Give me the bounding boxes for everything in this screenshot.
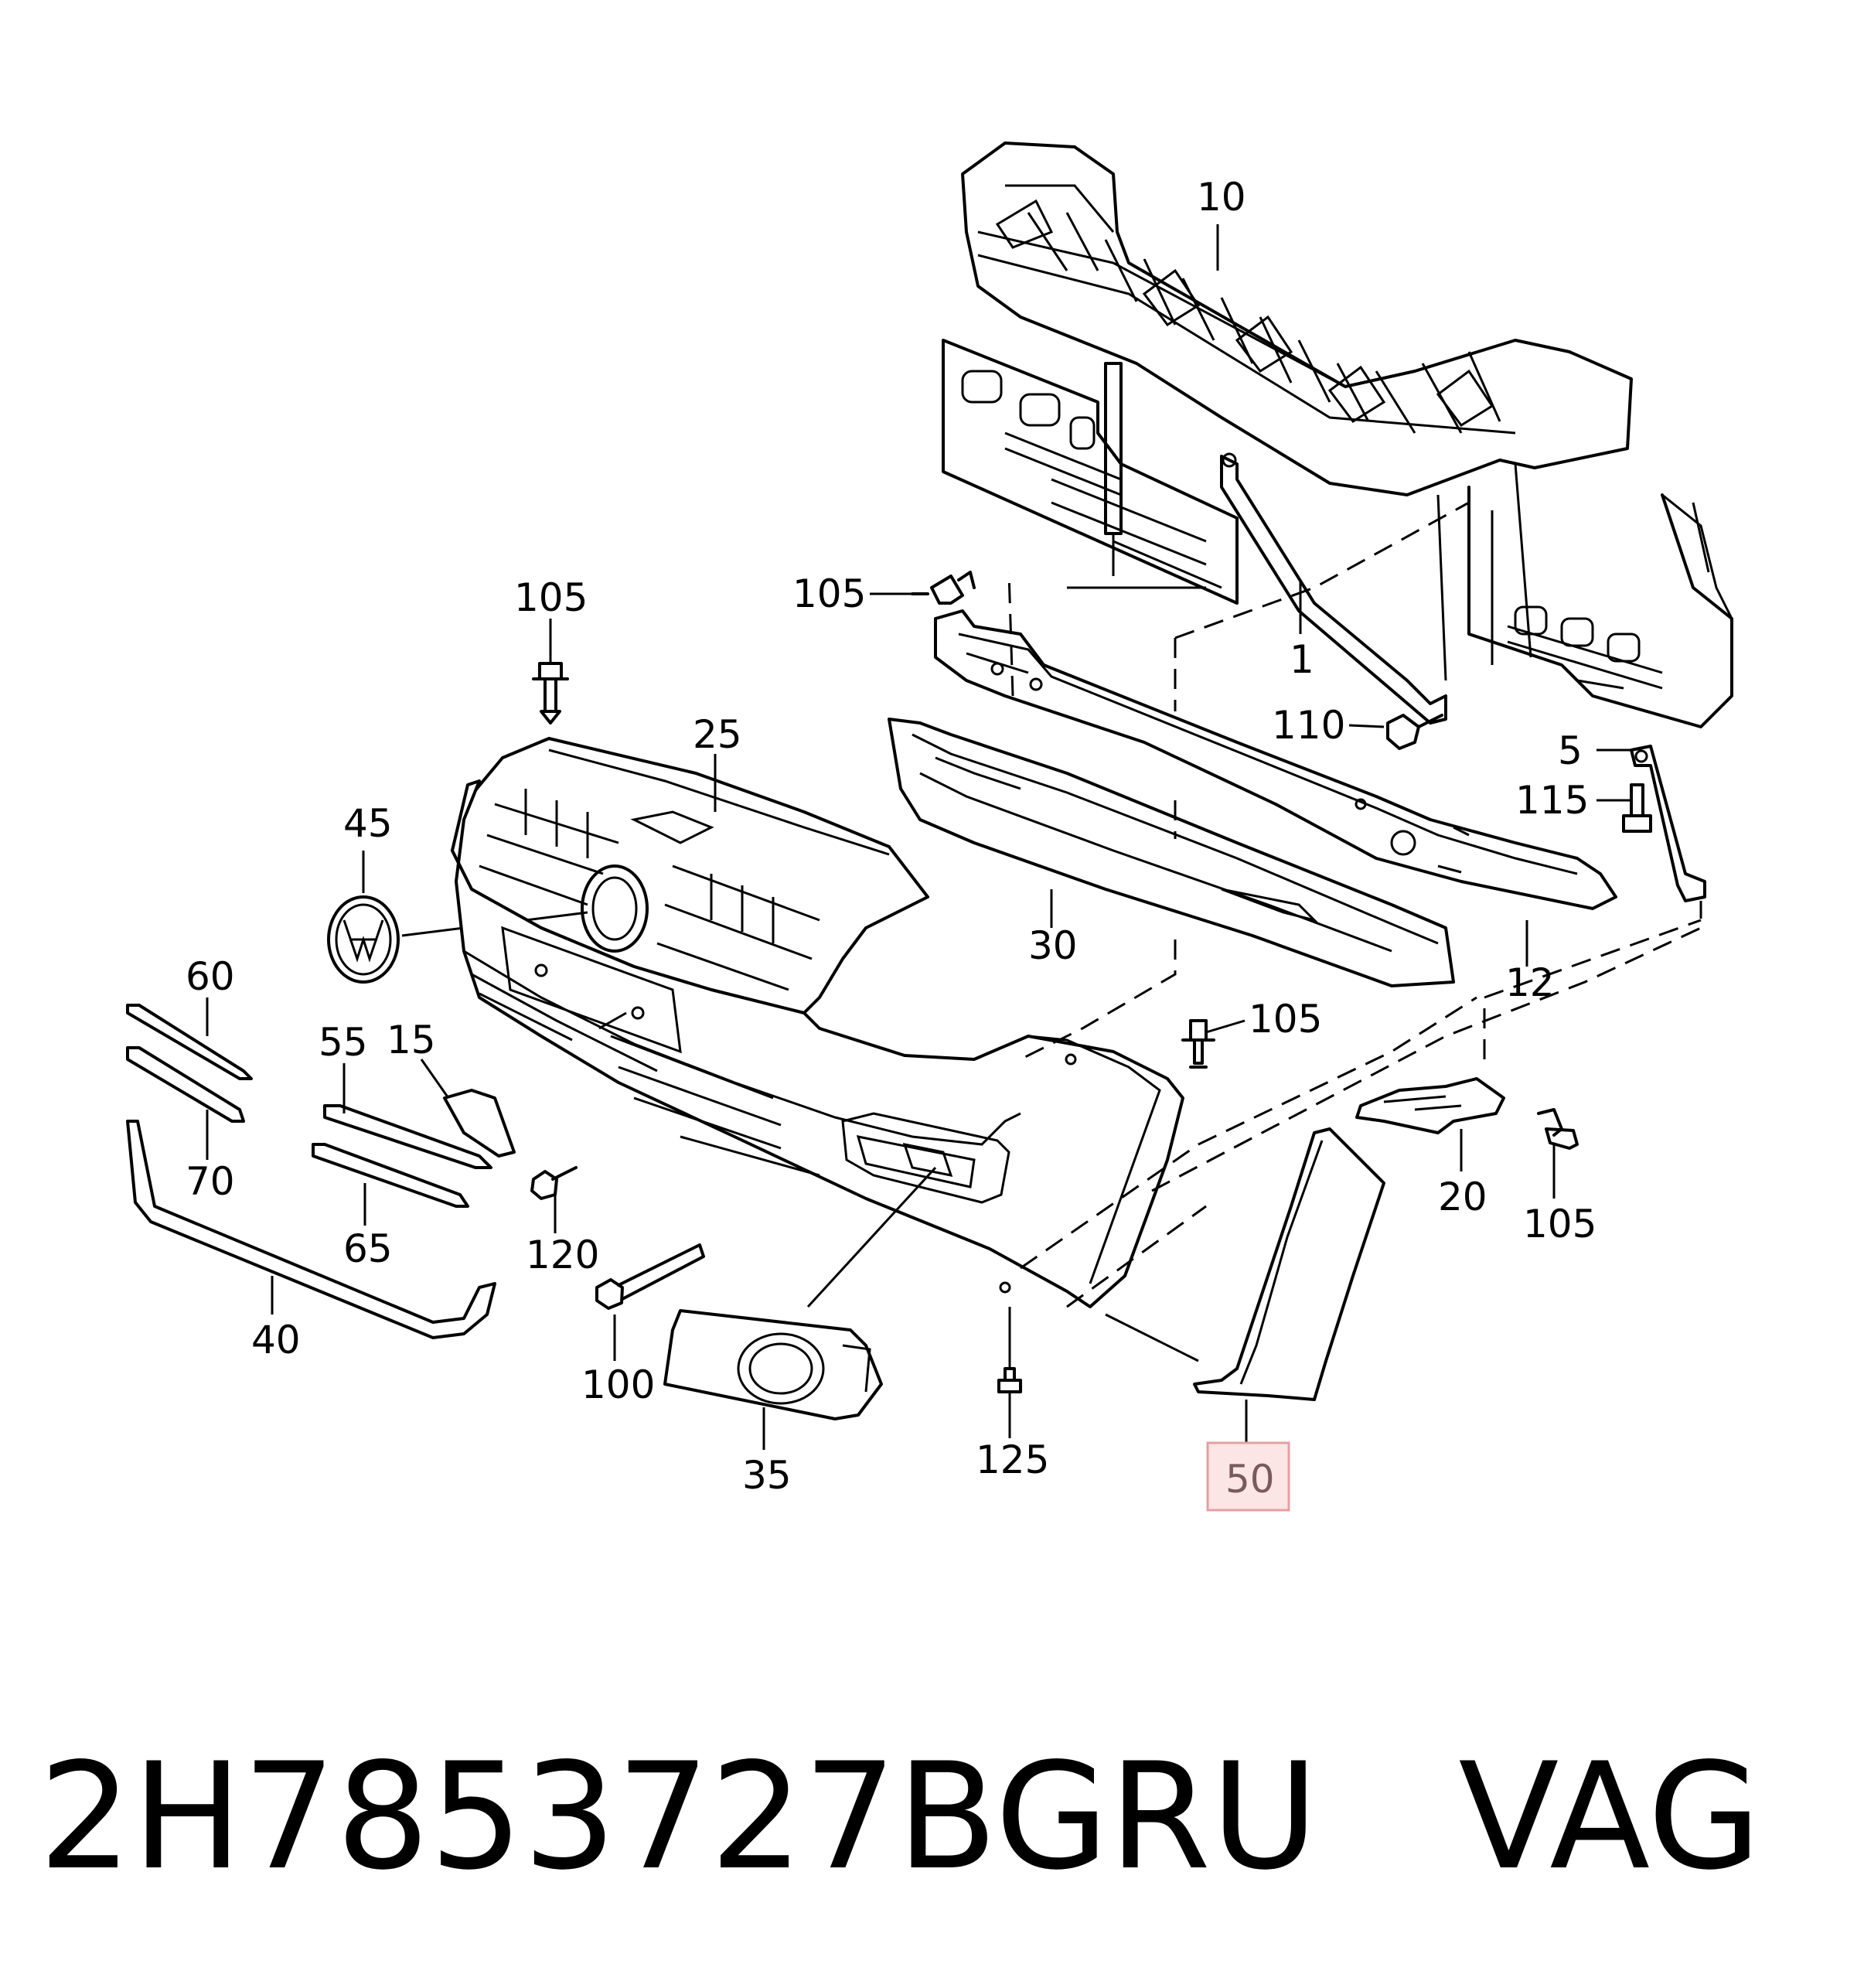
callout-15[interactable]: 15	[387, 1018, 436, 1062]
callout-100[interactable]: 100	[581, 1362, 655, 1407]
part-10-impact-absorber	[961, 142, 1633, 496]
part-12-bracket	[934, 609, 1617, 910]
part-number-footer: 2H7853727BGRU VAG	[39, 1744, 1761, 1891]
part-105-clip-top	[911, 571, 976, 605]
callout-45[interactable]: 45	[343, 801, 393, 846]
callout-115[interactable]: 115	[1515, 778, 1589, 823]
callout-105-left[interactable]: 105	[514, 575, 588, 620]
callout-120[interactable]: 120	[526, 1233, 599, 1277]
part-105-clip-mid	[1181, 1019, 1215, 1069]
callout-105-right[interactable]: 105	[1523, 1202, 1596, 1246]
part-30-bumper-reinforcement	[888, 718, 1455, 987]
callout-1[interactable]: 1	[1290, 637, 1314, 682]
assembly-dash-lines	[1007, 501, 1702, 1308]
main-bumper-cover	[451, 779, 1184, 1308]
callout-70[interactable]: 70	[186, 1159, 235, 1204]
callout-30[interactable]: 30	[1028, 923, 1078, 968]
callout-125[interactable]: 125	[976, 1437, 1049, 1482]
callout-5[interactable]: 5	[1558, 728, 1583, 773]
part-35-foglamp-grille	[663, 1309, 883, 1420]
footer-spacer	[1318, 1731, 1458, 1902]
part-105-clip-right	[1537, 1108, 1579, 1150]
part-115-bolt	[1622, 783, 1652, 833]
part-110-bolt	[1386, 714, 1443, 750]
part-60-strip	[126, 1004, 253, 1080]
highlight-box-50	[1206, 1441, 1290, 1512]
callout-20[interactable]: 20	[1438, 1175, 1487, 1219]
part-50-corner-moulding	[1193, 1127, 1385, 1401]
part-70-strip	[126, 1046, 245, 1123]
part-125-screw	[997, 1367, 1022, 1393]
body-bracket-right	[1436, 463, 1733, 728]
callout-40[interactable]: 40	[251, 1318, 301, 1362]
callout-labels: 10 105 1 110 5 115 105 25 45 30 12 60 55…	[186, 175, 1596, 1502]
part-20-bracket	[1355, 1077, 1505, 1134]
body-bracket-left	[942, 339, 1239, 605]
part-15-tow-cover	[443, 1089, 516, 1158]
callout-60[interactable]: 60	[186, 954, 235, 999]
part-40-strip	[126, 1120, 496, 1339]
part-1-strut	[1220, 452, 1447, 725]
parts-diagram: 10 105 1 110 5 115 105 25 45 30 12 60 55…	[126, 142, 1733, 1512]
callout-50[interactable]: 50	[1225, 1457, 1275, 1502]
part-45-vw-badge	[327, 895, 588, 984]
callout-105-top[interactable]: 105	[792, 571, 866, 616]
brand-name: VAG	[1458, 1731, 1762, 1902]
callout-35[interactable]: 35	[742, 1453, 792, 1498]
part-55-strip	[323, 1104, 492, 1169]
callout-110[interactable]: 110	[1272, 703, 1345, 748]
part-105-clip-left	[532, 662, 569, 725]
callout-55[interactable]: 55	[319, 1020, 368, 1065]
part-number: 2H7853727BGRU	[39, 1731, 1319, 1902]
callout-12[interactable]: 12	[1505, 960, 1555, 1005]
part-120-screw	[530, 1166, 578, 1200]
part-65-strip	[312, 1143, 469, 1208]
part-5-side-bracket	[1630, 745, 1706, 902]
callout-105-mid[interactable]: 105	[1249, 997, 1322, 1042]
callout-25[interactable]: 25	[693, 712, 742, 757]
callout-10[interactable]: 10	[1197, 175, 1246, 220]
part-100-bolt	[595, 1243, 705, 1310]
callout-65[interactable]: 65	[343, 1226, 393, 1271]
leader-lines	[206, 224, 1631, 1450]
